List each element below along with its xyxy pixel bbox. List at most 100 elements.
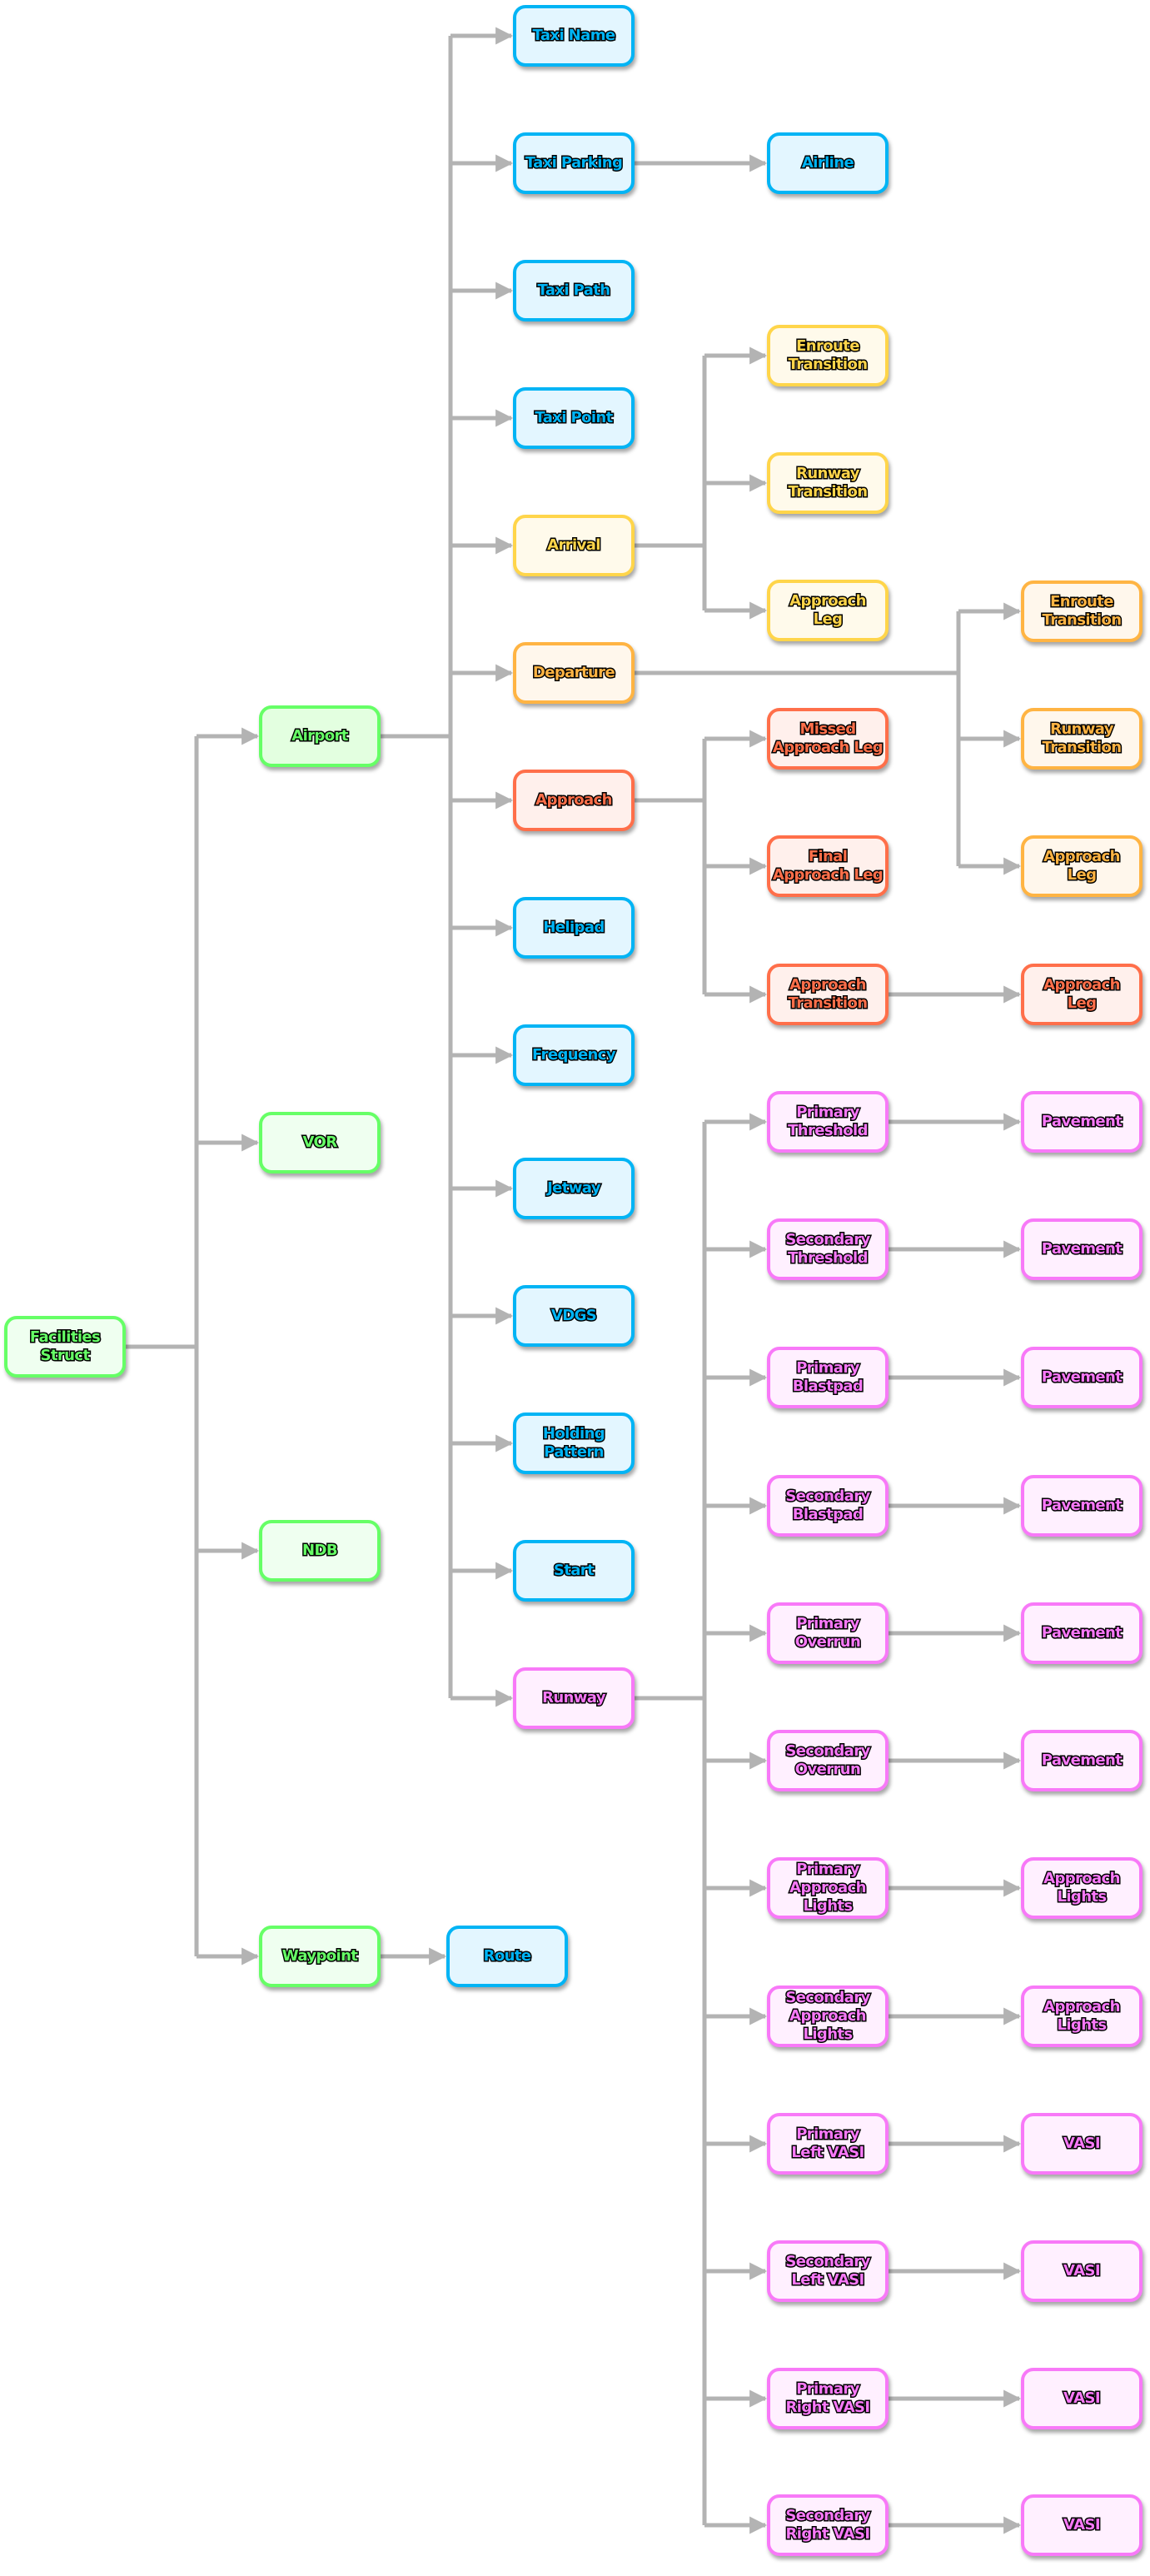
approach-node-label: Approach	[535, 790, 614, 810]
final-approach-leg-node-label: Final Approach Leg	[771, 847, 884, 885]
frequency-node[interactable]: Frequency	[513, 1024, 635, 1086]
runway-child-node[interactable]: Secondary Threshold	[767, 1218, 889, 1280]
departure-node-label: Departure	[531, 663, 616, 683]
vdgs-node-label: VDGS	[550, 1306, 598, 1326]
waypoint-node[interactable]: Waypoint	[259, 1926, 381, 1987]
runway-child-node-label: Primary Overrun	[794, 1614, 862, 1652]
runway-child-node-label: Secondary Threshold	[784, 1230, 872, 1268]
waypoint-node-label: Waypoint	[281, 1946, 359, 1966]
runway-subchild-node[interactable]: Approach Lights	[1021, 1857, 1143, 1919]
airport-node[interactable]: Airport	[259, 705, 381, 767]
runway-child-node[interactable]: Primary Threshold	[767, 1091, 889, 1153]
taxi-point-node[interactable]: Taxi Point	[513, 387, 635, 449]
missed-approach-leg-node-label: Missed Approach Leg	[771, 720, 884, 758]
runway-subchild-node-label: Pavement	[1040, 1751, 1123, 1771]
helipad-node[interactable]: Helipad	[513, 897, 635, 959]
facilities-struct-node[interactable]: Facilities Struct	[4, 1316, 126, 1378]
holding-pattern-node[interactable]: Holding Pattern	[513, 1413, 635, 1474]
holding-pattern-node-label: Holding Pattern	[541, 1424, 606, 1462]
runway-child-node[interactable]: Primary Blastpad	[767, 1347, 889, 1408]
taxi-parking-node-label: Taxi Parking	[524, 153, 624, 173]
runway-node[interactable]: Runway	[513, 1667, 635, 1729]
facilities-struct-node-label: Facilities Struct	[28, 1328, 102, 1366]
approach-transition-leg-node-label: Approach Leg	[1043, 975, 1122, 1014]
vdgs-node[interactable]: VDGS	[513, 1285, 635, 1347]
airline-node[interactable]: Airline	[767, 132, 889, 194]
runway-child-node-label: Primary Left VASI	[790, 2125, 866, 2163]
runway-child-node[interactable]: Primary Approach Lights	[767, 1857, 889, 1919]
runway-child-node[interactable]: Primary Left VASI	[767, 2113, 889, 2175]
runway-child-node[interactable]: Secondary Overrun	[767, 1730, 889, 1791]
departure-approach-leg-node-label: Approach Leg	[1043, 847, 1122, 885]
taxi-path-node-label: Taxi Path	[536, 281, 612, 301]
jetway-node-label: Jetway	[546, 1178, 602, 1198]
runway-child-node-label: Primary Approach Lights	[789, 1860, 868, 1916]
runway-subchild-node-label: Pavement	[1040, 1239, 1123, 1259]
runway-subchild-node[interactable]: Pavement	[1021, 1602, 1143, 1664]
arrival-approach-leg-node[interactable]: Approach Leg	[767, 580, 889, 641]
departure-node[interactable]: Departure	[513, 642, 635, 704]
arrival-enroute-transition-node-label: Enroute Transition	[787, 336, 869, 375]
departure-approach-leg-node[interactable]: Approach Leg	[1021, 835, 1143, 897]
runway-child-node-label: Primary Threshold	[787, 1103, 869, 1141]
approach-transition-leg-node[interactable]: Approach Leg	[1021, 964, 1143, 1025]
runway-subchild-node[interactable]: VASI	[1021, 2368, 1143, 2429]
taxi-point-node-label: Taxi Point	[534, 408, 615, 428]
runway-child-node-label: Secondary Right VASI	[784, 2506, 872, 2544]
runway-child-node[interactable]: Secondary Left VASI	[767, 2240, 889, 2302]
runway-child-node[interactable]: Secondary Right VASI	[767, 2494, 889, 2556]
runway-child-node-label: Primary Right VASI	[784, 2379, 872, 2418]
runway-child-node[interactable]: Primary Right VASI	[767, 2368, 889, 2429]
runway-subchild-node-label: VASI	[1063, 2134, 1102, 2154]
runway-child-node[interactable]: Secondary Approach Lights	[767, 1986, 889, 2047]
runway-child-node-label: Secondary Left VASI	[784, 2252, 872, 2290]
missed-approach-leg-node[interactable]: Missed Approach Leg	[767, 708, 889, 770]
departure-runway-transition-node-label: Runway Transition	[1041, 720, 1123, 758]
arrival-approach-leg-node-label: Approach Leg	[789, 591, 868, 630]
start-node[interactable]: Start	[513, 1540, 635, 1602]
arrival-enroute-transition-node[interactable]: Enroute Transition	[767, 325, 889, 386]
departure-runway-transition-node[interactable]: Runway Transition	[1021, 708, 1143, 770]
arrival-runway-transition-node[interactable]: Runway Transition	[767, 452, 889, 514]
runway-subchild-node[interactable]: VASI	[1021, 2494, 1143, 2556]
runway-subchild-node-label: Pavement	[1040, 1112, 1123, 1132]
arrival-node-label: Arrival	[546, 536, 602, 556]
runway-child-node-label: Secondary Overrun	[784, 1741, 872, 1780]
runway-subchild-node[interactable]: Approach Lights	[1021, 1986, 1143, 2047]
taxi-path-node[interactable]: Taxi Path	[513, 260, 635, 321]
runway-subchild-node[interactable]: Pavement	[1021, 1730, 1143, 1791]
arrival-node[interactable]: Arrival	[513, 515, 635, 576]
departure-enroute-transition-node[interactable]: Enroute Transition	[1021, 580, 1143, 642]
runway-node-label: Runway	[541, 1688, 607, 1708]
helipad-node-label: Helipad	[542, 918, 606, 938]
taxi-name-node[interactable]: Taxi Name	[513, 5, 635, 67]
runway-subchild-node-label: VASI	[1063, 2389, 1102, 2409]
route-node[interactable]: Route	[446, 1926, 568, 1987]
frequency-node-label: Frequency	[531, 1045, 618, 1065]
ndb-node-label: NDB	[301, 1541, 340, 1561]
runway-child-node[interactable]: Primary Overrun	[767, 1602, 889, 1664]
vor-node[interactable]: VOR	[259, 1112, 381, 1173]
runway-subchild-node[interactable]: VASI	[1021, 2113, 1143, 2175]
taxi-parking-node[interactable]: Taxi Parking	[513, 132, 635, 194]
runway-subchild-node[interactable]: Pavement	[1021, 1475, 1143, 1537]
runway-subchild-node-label: Approach Lights	[1043, 1869, 1122, 1907]
runway-subchild-node[interactable]: Pavement	[1021, 1218, 1143, 1280]
jetway-node[interactable]: Jetway	[513, 1158, 635, 1219]
approach-transition-node-label: Approach Transition	[787, 975, 869, 1014]
runway-child-node[interactable]: Secondary Blastpad	[767, 1475, 889, 1537]
runway-child-node-label: Secondary Approach Lights	[784, 1988, 872, 2045]
taxi-name-node-label: Taxi Name	[531, 26, 617, 46]
runway-subchild-node-label: Pavement	[1040, 1623, 1123, 1643]
airport-node-label: Airport	[291, 726, 350, 746]
approach-transition-node[interactable]: Approach Transition	[767, 964, 889, 1025]
arrival-runway-transition-node-label: Runway Transition	[787, 464, 869, 502]
approach-node[interactable]: Approach	[513, 770, 635, 831]
final-approach-leg-node[interactable]: Final Approach Leg	[767, 835, 889, 897]
ndb-node[interactable]: NDB	[259, 1520, 381, 1582]
start-node-label: Start	[552, 1561, 595, 1581]
runway-subchild-node[interactable]: Pavement	[1021, 1347, 1143, 1408]
runway-subchild-node[interactable]: VASI	[1021, 2240, 1143, 2302]
runway-subchild-node[interactable]: Pavement	[1021, 1091, 1143, 1153]
